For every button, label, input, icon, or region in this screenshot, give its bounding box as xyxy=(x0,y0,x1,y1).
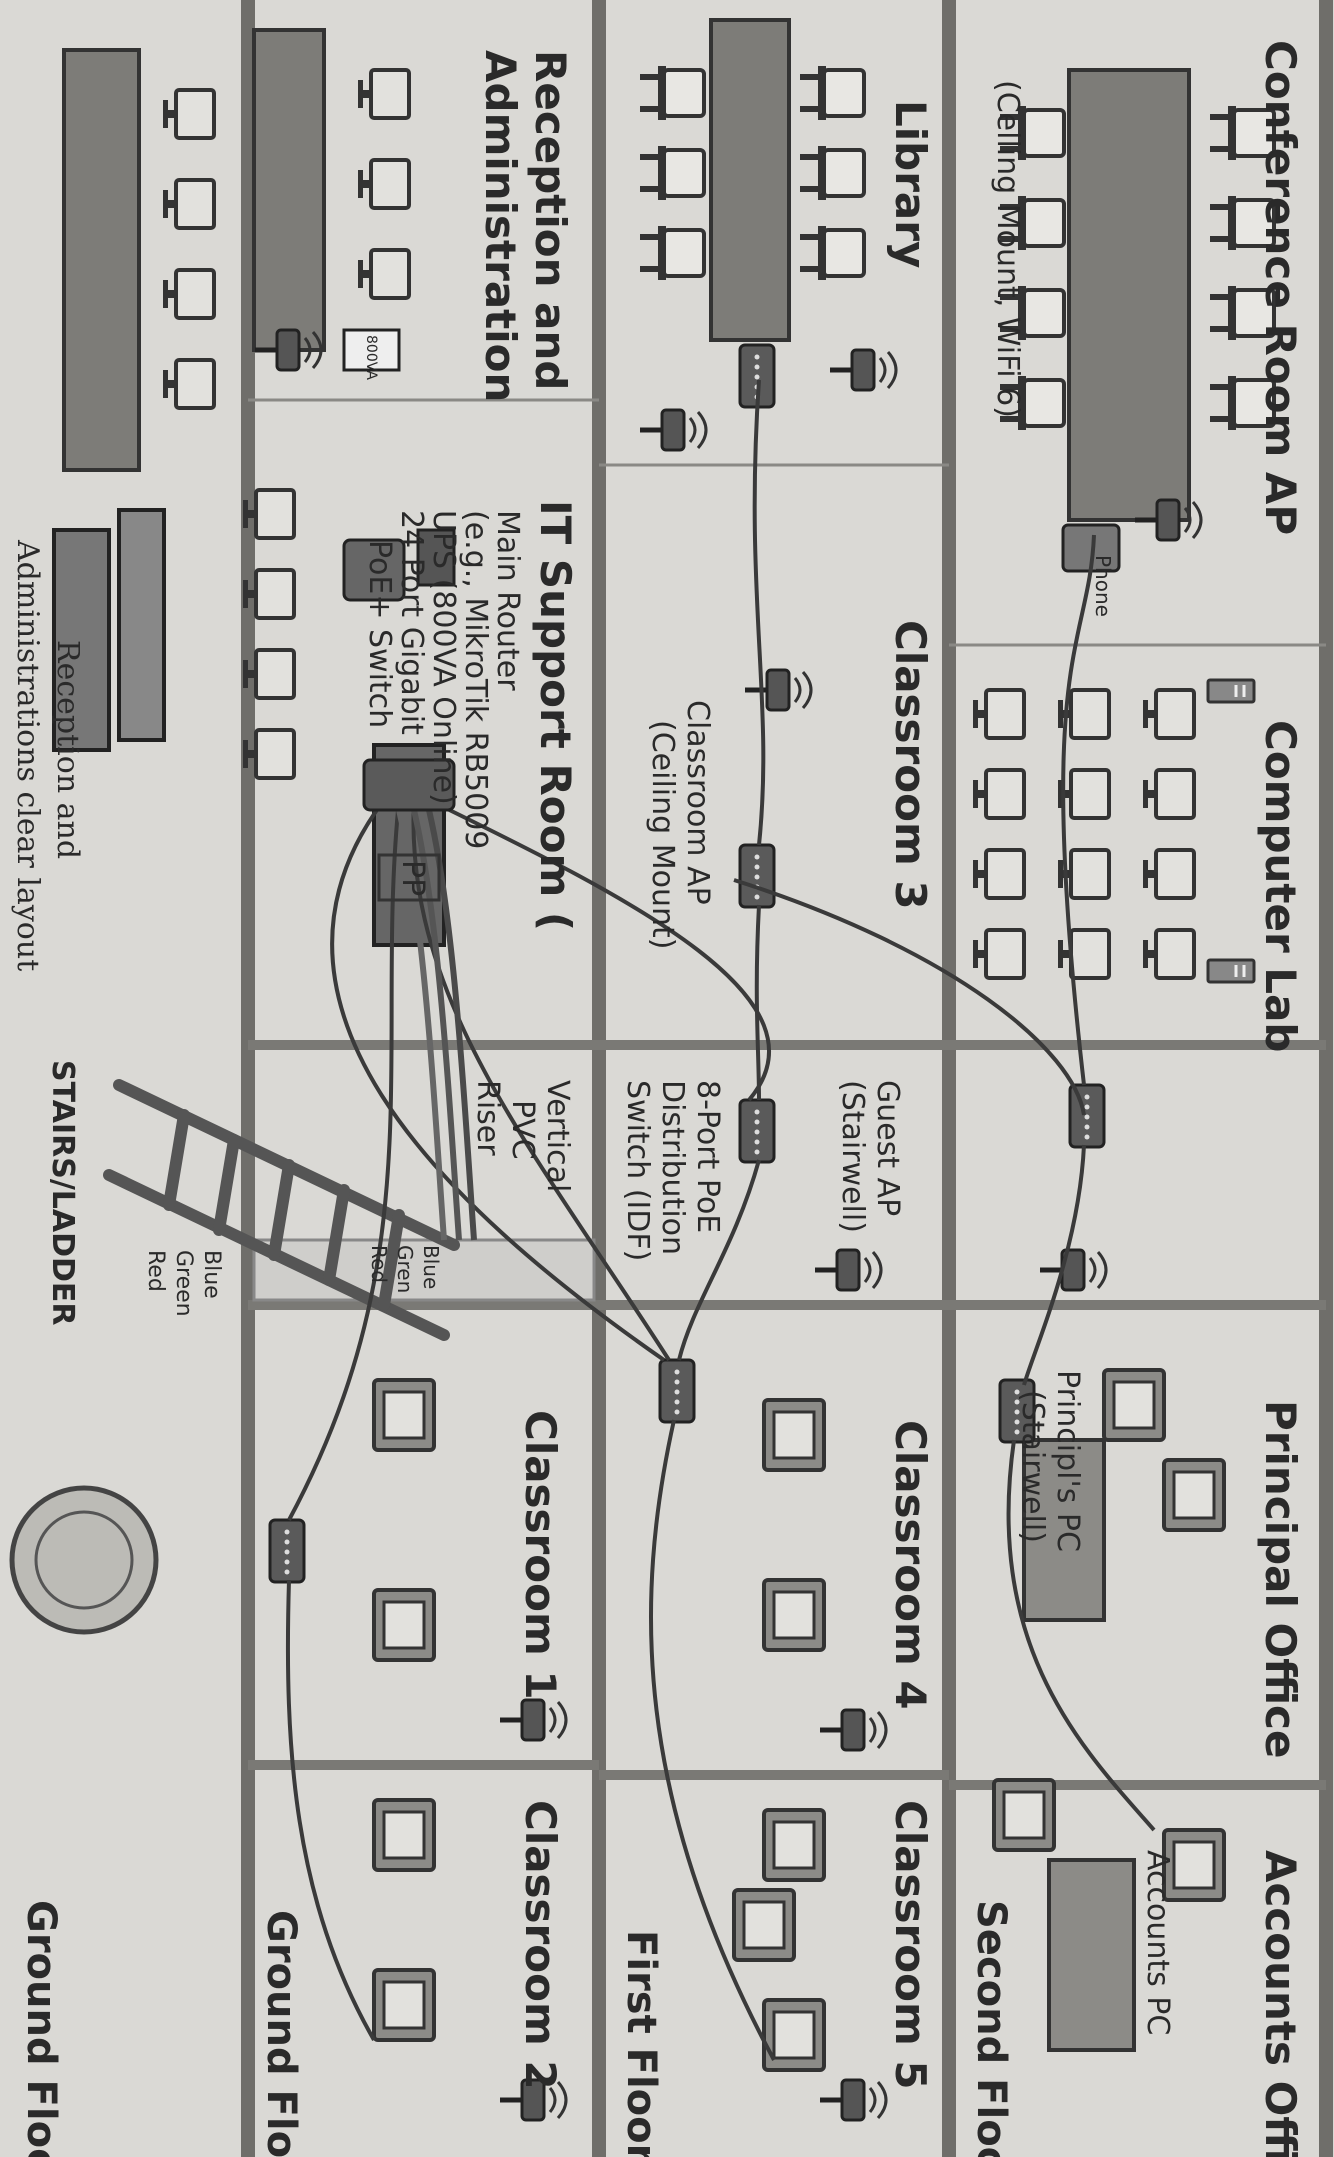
legend-blue: Blue xyxy=(199,1250,224,1299)
switch-label-2: PoE+ Switch xyxy=(362,540,397,729)
conference-ap-note: (Celling Mount, WiFi 6) xyxy=(990,80,1025,418)
riser-line3: Riser xyxy=(470,1080,505,1156)
idf-line1: 8-Port PoE xyxy=(690,1080,725,1234)
guest-ap-note: (Stairwell) xyxy=(835,1080,870,1233)
legend-blue-small: Blue xyxy=(419,1245,443,1290)
router-model-label: (e.g., MikroTik RB5009 xyxy=(458,510,493,850)
ups-badge: 800VA xyxy=(363,335,379,380)
main-router-label: Main Router xyxy=(490,510,525,691)
riser-line1: Vertical xyxy=(540,1080,575,1193)
phone-label: Phone xyxy=(1091,555,1115,617)
stairs-label: STAIRS/LADDER xyxy=(45,1060,80,1326)
classroom-1-title: Classroom 1 xyxy=(516,1410,565,1700)
classroom-4-title: Classroom 4 xyxy=(886,1420,935,1710)
legend-green-small: Gren xyxy=(393,1245,417,1294)
legend-red-small: Red xyxy=(367,1245,391,1283)
patch-panel-label: PP xyxy=(395,860,430,897)
legend-green: Green xyxy=(171,1250,196,1317)
principal-pc-note: (Stairwell) xyxy=(1015,1390,1050,1543)
first-floor-label: First Floor xyxy=(618,1930,664,2157)
riser-line2: PVC xyxy=(505,1100,540,1160)
reception-note-2: Administrations clear layout xyxy=(10,540,45,972)
switch-label-1: 24 Port Gigabit xyxy=(394,510,429,735)
principal-office-title: Principal Office xyxy=(1256,1400,1305,1759)
classroom-ap-note: (Ceiling Mount) xyxy=(645,720,680,950)
classroom-5-title: Classroom 5 xyxy=(886,1800,935,2090)
classroom-2-title: Classroom 2 xyxy=(516,1800,565,2090)
accounts-pc-label: Accounts PC xyxy=(1140,1850,1175,2036)
library-title: Library xyxy=(886,100,935,269)
reception-line2: Administration xyxy=(476,50,525,403)
ground-floor-label-inner: Ground Floor xyxy=(258,1910,304,2157)
conference-room-title: Conference Room AP xyxy=(1256,40,1305,536)
it-room-title: IT Support Room ( xyxy=(531,500,580,932)
classroom-ap-label: Classroom AP xyxy=(680,700,715,905)
ups-label: UPS (800VA Online) xyxy=(426,510,461,805)
principal-pc-label: Principl's PC xyxy=(1050,1370,1085,1552)
reception-note-1: Reception and xyxy=(50,640,85,860)
classroom-3-title: Classroom 3 xyxy=(886,620,935,910)
guest-ap-title: Guest AP xyxy=(870,1080,905,1217)
reception-line1: Reception and xyxy=(526,50,575,391)
accounts-office-title: Accounts Office xyxy=(1256,1850,1305,2157)
idf-line2: Distribution xyxy=(655,1080,690,1256)
ground-floor-label: Ground Floor xyxy=(18,1900,64,2157)
legend-red: Red xyxy=(143,1250,168,1292)
idf-line3: Switch (IDF) xyxy=(620,1080,655,1262)
computer-lab-title: Computer Lab xyxy=(1256,720,1305,1053)
second-floor-label: Second Floor xyxy=(968,1900,1014,2157)
